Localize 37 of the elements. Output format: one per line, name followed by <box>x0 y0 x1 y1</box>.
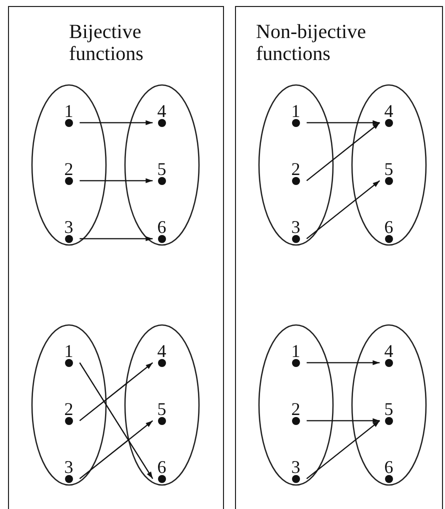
arrow <box>80 178 153 184</box>
point-label: 3 <box>290 218 302 235</box>
panel <box>8 6 224 509</box>
arrow <box>80 236 153 242</box>
point-label: 5 <box>156 160 168 177</box>
panel <box>235 6 443 509</box>
point-label: 2 <box>290 160 302 177</box>
panel-heading: Bijective functions <box>69 21 144 65</box>
point-label: 1 <box>290 342 302 359</box>
arrow <box>79 362 154 422</box>
arrow <box>306 120 380 126</box>
point-label: 5 <box>383 160 394 177</box>
point-label: 4 <box>156 342 168 359</box>
arrow <box>306 122 380 182</box>
point-label: 4 <box>383 102 394 119</box>
point-label: 1 <box>290 102 302 119</box>
point-label: 3 <box>63 458 74 475</box>
point-label: 4 <box>156 102 168 119</box>
point-label: 6 <box>383 458 394 475</box>
point-label: 3 <box>63 218 74 235</box>
point-label: 4 <box>383 342 394 359</box>
panel-heading: Non-bijective functions <box>256 21 367 65</box>
point-label: 5 <box>383 400 394 417</box>
point-label: 2 <box>63 400 74 417</box>
point-label: 2 <box>290 400 302 417</box>
arrow <box>80 120 153 126</box>
point-label: 3 <box>290 458 302 475</box>
point-label: 2 <box>63 160 74 177</box>
arrow <box>306 418 380 424</box>
point-label: 1 <box>63 102 74 119</box>
point-label: 5 <box>156 400 168 417</box>
arrow <box>79 362 154 479</box>
point-label: 1 <box>63 342 74 359</box>
point-label: 6 <box>383 218 394 235</box>
point-label: 6 <box>156 458 168 475</box>
point-label: 6 <box>156 218 168 235</box>
arrow <box>306 360 380 366</box>
